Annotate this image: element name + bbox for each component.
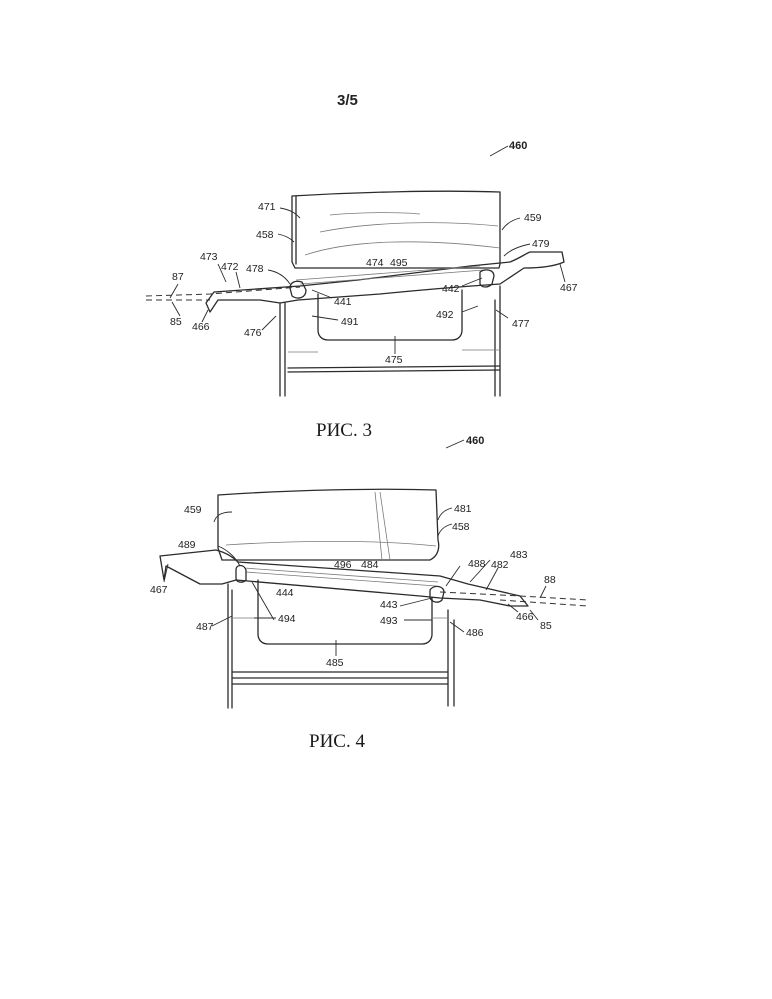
fig4-ref-466: 466 — [516, 611, 534, 623]
fig3-ref-467: 467 — [560, 282, 578, 294]
fig3-cavity-left — [290, 281, 306, 298]
fig3-platform — [206, 252, 564, 312]
fig4-ref-493: 493 — [380, 615, 398, 627]
fig3-ref-441: 441 — [334, 296, 352, 308]
fig3-caption: РИС. 3 — [316, 420, 372, 442]
fig3-reference-labels: 460 471 459 458 479 473 87 472 478 474 4… — [170, 140, 578, 366]
fig3-ref-473: 473 — [200, 251, 218, 263]
fig4-reference-labels: 460 481 459 458 489 496 484 488 483 482 … — [150, 435, 556, 669]
fig3-ref-459: 459 — [524, 212, 542, 224]
fig4-airfoil — [218, 489, 439, 560]
fig4-ref-444: 444 — [276, 587, 294, 599]
fig3-ref-479: 479 — [532, 238, 550, 250]
fig3-ref-87: 87 — [172, 271, 184, 283]
fig4-ref-485: 485 — [326, 657, 344, 669]
fig4-ref-85: 85 — [540, 620, 552, 632]
fig4-ref-486: 486 — [466, 627, 484, 639]
fig4-ref-482: 482 — [491, 559, 509, 571]
fig3-ref-472: 472 — [221, 261, 239, 273]
fig4-ref-484: 484 — [361, 559, 379, 571]
fig4-ref-467: 467 — [150, 584, 168, 596]
fig3-ref-476: 476 — [244, 327, 262, 339]
fig4-ref-488: 488 — [468, 558, 486, 570]
fig3-ref-458: 458 — [256, 229, 274, 241]
fig4-ref-458: 458 — [452, 521, 470, 533]
fig4-ref-494: 494 — [278, 613, 296, 625]
fig3-ref-477: 477 — [512, 318, 530, 330]
fig4-drawing — [160, 440, 588, 708]
fig4-ref-496: 496 — [334, 559, 352, 571]
fig4-ref-460: 460 — [466, 435, 484, 447]
fig3-ref-495: 495 — [390, 257, 408, 269]
fig3-drawing — [146, 146, 565, 396]
fig3-ref-471: 471 — [258, 201, 276, 213]
fig3-ref-475: 475 — [385, 354, 403, 366]
fig3-ref-491: 491 — [341, 316, 359, 328]
fig3-ref-474: 474 — [366, 257, 384, 269]
fig4-ref-459: 459 — [184, 504, 202, 516]
fig4-ref-481: 481 — [454, 503, 472, 515]
fig4-ref-88: 88 — [544, 574, 556, 586]
fig4-ref-489: 489 — [178, 539, 196, 551]
fig3-ref-466: 466 — [192, 321, 210, 333]
fig3-ref-478: 478 — [246, 263, 264, 275]
fig4-caption: РИС. 4 — [309, 731, 365, 753]
fig4-ref-483: 483 — [510, 549, 528, 561]
fig3-ref-460: 460 — [509, 140, 527, 152]
fig4-ref-443: 443 — [380, 599, 398, 611]
fig4-ref-487: 487 — [196, 621, 214, 633]
fig3-ref-85: 85 — [170, 316, 182, 328]
fig3-ref-442: 442 — [442, 283, 460, 295]
fig3-ref-492: 492 — [436, 309, 454, 321]
